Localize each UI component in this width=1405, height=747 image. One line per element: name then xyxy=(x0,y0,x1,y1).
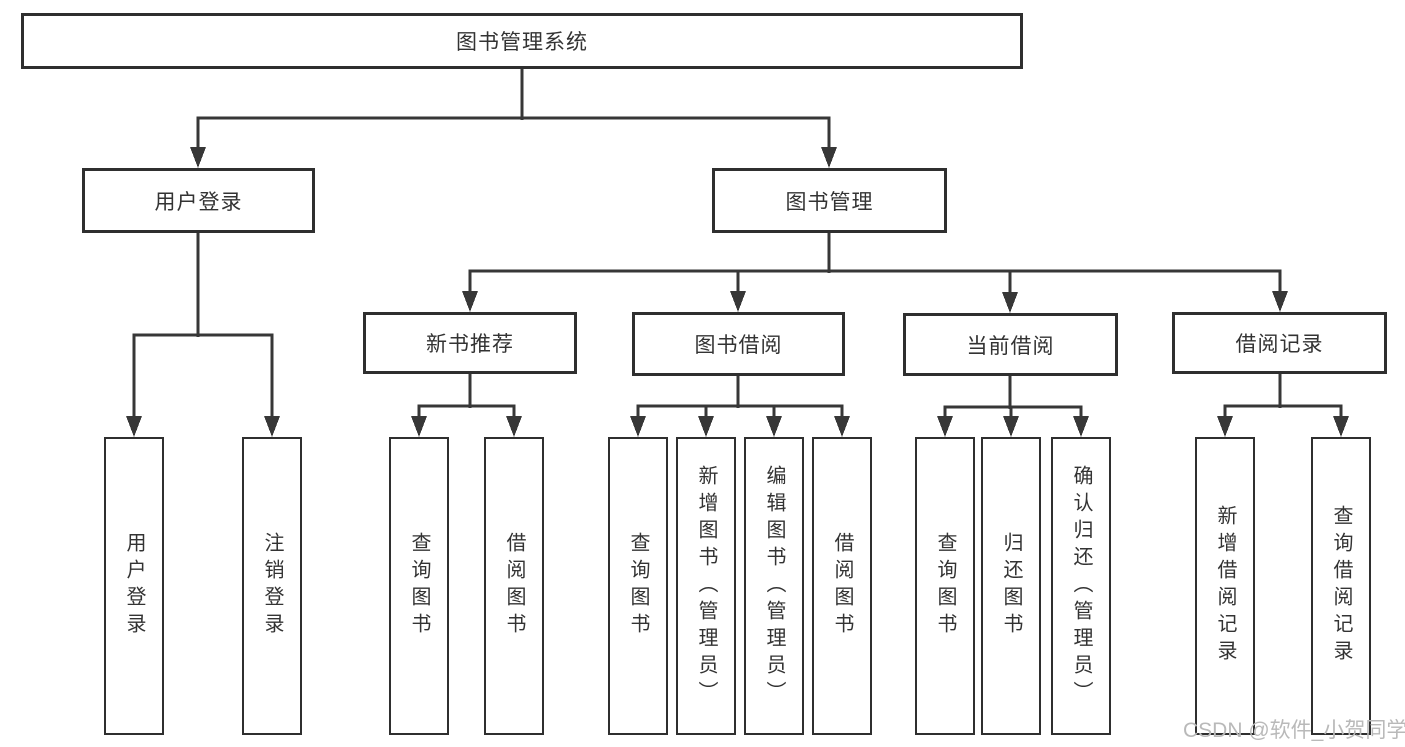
node-borrowing-records-label: 借阅记录 xyxy=(1235,333,1324,356)
leaf-edit-books-admin: 编辑图书（管理员） xyxy=(744,437,804,735)
arrowhead-icon xyxy=(190,147,206,168)
leaf-query-books-borrowing-label: 查询图书 xyxy=(627,532,649,640)
leaf-user-login-label: 用户登录 xyxy=(123,532,145,640)
connector xyxy=(937,375,1089,437)
node-new-book-recommendation-label: 新书推荐 xyxy=(426,333,514,356)
leaf-confirm-return-admin: 确认归还（管理员） xyxy=(1051,437,1111,735)
leaf-query-books-recommendation: 查询图书 xyxy=(389,437,449,735)
arrowhead-icon xyxy=(1272,291,1288,312)
arrowhead-icon xyxy=(766,416,782,437)
node-book-borrowing-label: 图书借阅 xyxy=(694,334,783,357)
leaf-query-books-current-label: 查询图书 xyxy=(934,532,956,640)
node-current-borrowing-label: 当前借阅 xyxy=(966,334,1055,358)
node-library-management-system: 图书管理系统 xyxy=(21,13,1023,69)
leaf-borrow-books-recommendation: 借阅图书 xyxy=(484,437,544,735)
arrowhead-icon xyxy=(462,291,478,312)
leaf-query-books-borrowing: 查询图书 xyxy=(608,437,668,735)
arrowhead-icon xyxy=(1073,416,1089,437)
arrowhead-icon xyxy=(264,416,280,437)
leaf-confirm-return-admin-label: 确认归还（管理员） xyxy=(1070,464,1092,708)
node-book-management-label: 图书管理 xyxy=(785,190,874,214)
node-book-borrowing: 图书借阅 xyxy=(632,312,845,376)
arrowhead-icon xyxy=(834,416,850,437)
leaf-borrow-books-recommendation-label: 借阅图书 xyxy=(503,532,525,640)
arrowhead-icon xyxy=(1002,292,1018,313)
node-library-management-system-label: 图书管理系统 xyxy=(456,31,588,54)
leaf-return-books: 归还图书 xyxy=(981,437,1041,735)
leaf-logout-label: 注销登录 xyxy=(261,532,283,640)
leaf-borrow-books: 借阅图书 xyxy=(812,437,872,735)
leaf-add-books-admin-label: 新增图书（管理员） xyxy=(695,464,717,708)
arrowhead-icon xyxy=(821,147,837,168)
leaf-query-borrow-record: 查询借阅记录 xyxy=(1311,437,1371,735)
leaf-query-borrow-record-label: 查询借阅记录 xyxy=(1330,505,1352,667)
node-user-login-label: 用户登录 xyxy=(154,190,243,214)
connector xyxy=(1217,374,1349,437)
arrowhead-icon xyxy=(630,416,646,437)
leaf-add-borrow-record: 新增借阅记录 xyxy=(1195,437,1255,735)
leaf-query-books-recommendation-label: 查询图书 xyxy=(408,532,430,640)
connector xyxy=(630,375,850,437)
arrowhead-icon xyxy=(1003,416,1019,437)
arrowhead-icon xyxy=(1333,416,1349,437)
node-new-book-recommendation: 新书推荐 xyxy=(363,312,577,374)
arrowhead-icon xyxy=(506,416,522,437)
node-book-management: 图书管理 xyxy=(712,168,947,233)
arrowhead-icon xyxy=(411,416,427,437)
leaf-add-borrow-record-label: 新增借阅记录 xyxy=(1214,505,1236,667)
connector xyxy=(190,69,837,168)
leaf-logout: 注销登录 xyxy=(242,437,302,735)
watermark-text: CSDN @软件_小贺同学 xyxy=(1183,719,1405,742)
arrowhead-icon xyxy=(937,416,953,437)
arrowhead-icon xyxy=(698,416,714,437)
leaf-query-books-current: 查询图书 xyxy=(915,437,975,735)
leaf-user-login: 用户登录 xyxy=(104,437,164,735)
node-user-login: 用户登录 xyxy=(82,168,315,233)
leaf-return-books-label: 归还图书 xyxy=(1000,532,1022,640)
arrowhead-icon xyxy=(126,416,142,437)
node-current-borrowing: 当前借阅 xyxy=(903,313,1118,376)
leaf-add-books-admin: 新增图书（管理员） xyxy=(676,437,736,735)
connector xyxy=(462,232,1288,313)
connector xyxy=(411,374,522,437)
node-borrowing-records: 借阅记录 xyxy=(1172,312,1387,374)
leaf-edit-books-admin-label: 编辑图书（管理员） xyxy=(763,464,785,708)
leaf-borrow-books-label: 借阅图书 xyxy=(831,532,853,640)
arrowhead-icon xyxy=(1217,416,1233,437)
connector xyxy=(126,232,280,437)
arrowhead-icon xyxy=(730,291,746,312)
